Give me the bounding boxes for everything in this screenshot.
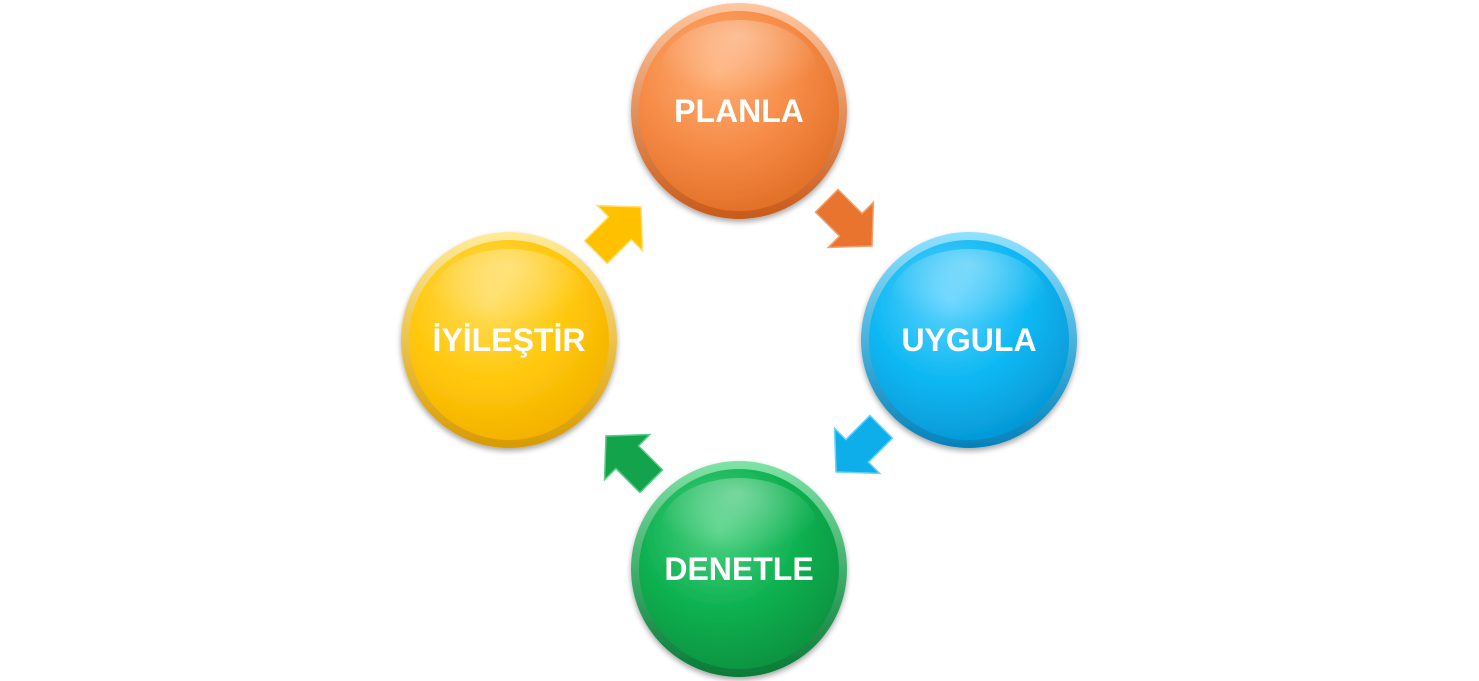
arrow-uygula-to-denetle [812,403,905,496]
node-uygula: UYGULA [861,232,1077,448]
arrow-up-right-icon [572,183,665,276]
node-denetle: DENETLE [631,461,847,677]
arrow-denetle-to-iyilestir [582,412,675,505]
node-planla: PLANLA [631,3,847,219]
arrow-down-left-icon [812,403,905,496]
node-label-planla: PLANLA [674,93,804,129]
arrow-up-left-icon [582,412,675,505]
node-iyilestir: İYİLEŞTİR [401,232,617,448]
arrow-down-right-icon [803,177,896,270]
arrow-planla-to-uygula [803,177,896,270]
node-label-iyilestir: İYİLEŞTİR [433,322,586,358]
arrow-iyilestir-to-planla [572,183,665,276]
node-label-uygula: UYGULA [901,322,1036,358]
node-label-denetle: DENETLE [664,551,813,587]
